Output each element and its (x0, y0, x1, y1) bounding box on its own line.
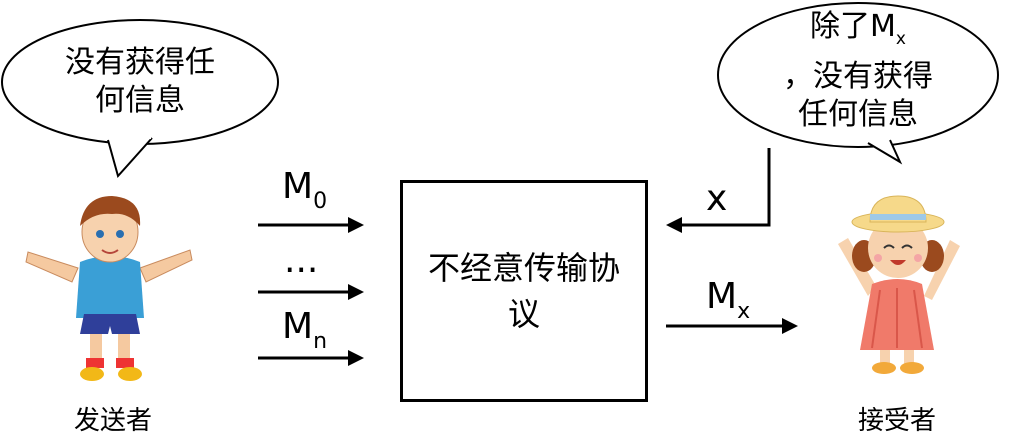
sender-speech-bubble (1, 19, 279, 179)
receiver-bubble-line2: ，没有获得 (783, 59, 933, 94)
arrow-mx (666, 318, 798, 334)
oblivious-transfer-protocol-box: 不经意传输协议 (400, 180, 648, 402)
receiver-speech-bubble (717, 2, 999, 165)
receiver-bubble-line1: 除了Mx (810, 9, 906, 49)
label-x: x (706, 178, 728, 219)
arrow-dots (258, 284, 364, 300)
arrow-m0 (258, 217, 364, 233)
receiver-girl-illustration (838, 195, 960, 374)
label-dots: ... (284, 240, 319, 281)
label-m0: M0 (282, 166, 328, 214)
sender-bubble-text: 没有获得任何信息 (65, 45, 215, 118)
receiver-bubble-line3: 任何信息 (798, 97, 918, 132)
arrow-mn (258, 350, 364, 366)
label-mx: Mx (706, 276, 751, 324)
arrow-x (666, 148, 771, 233)
label-mn: Mn (282, 306, 328, 354)
sender-boy-illustration (25, 196, 193, 381)
receiver-bubble-text: 除了Mx ，没有获得 任何信息 (768, 8, 948, 134)
sender-caption: 发送者 (74, 406, 153, 436)
protocol-label: 不经意传输协议 (427, 249, 620, 333)
receiver-caption: 接受者 (858, 406, 937, 436)
